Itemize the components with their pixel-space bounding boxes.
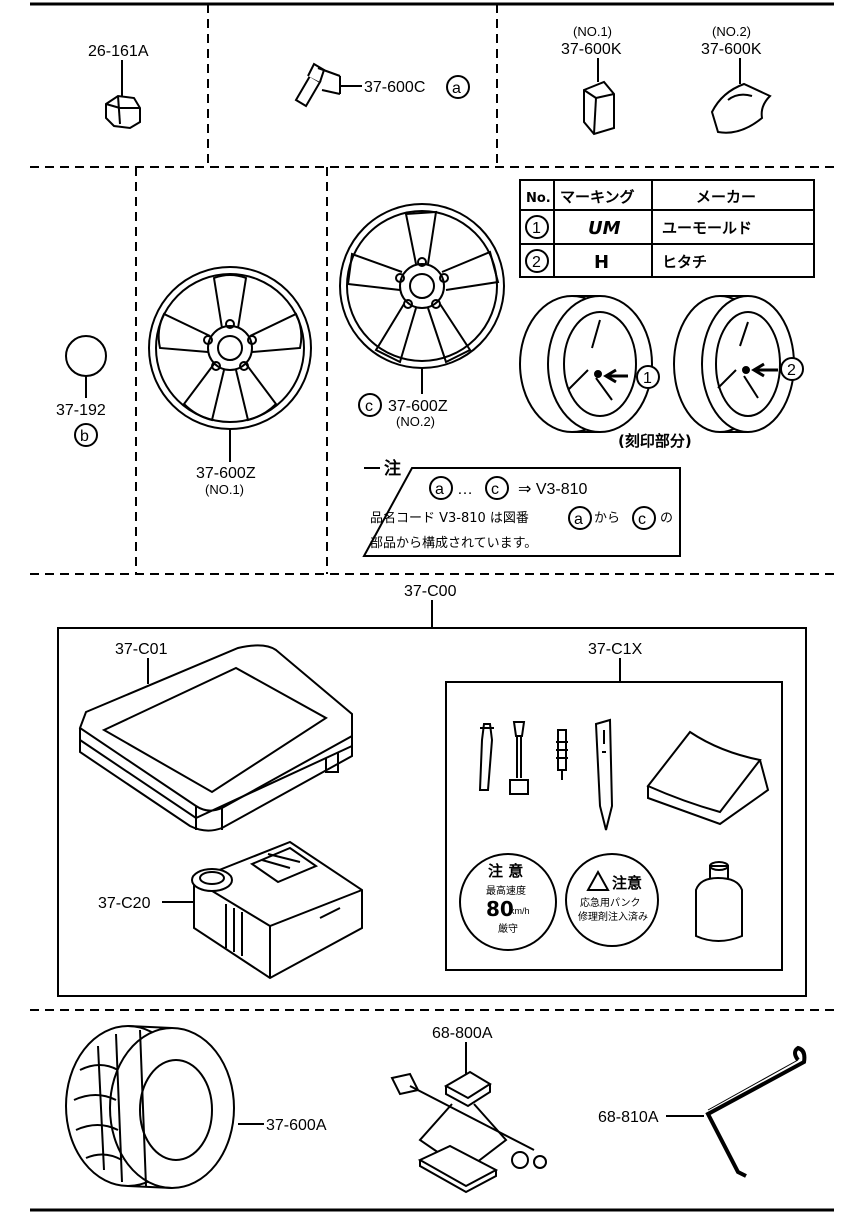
warning-label-item: 注意 応急用パンク 修理剤注入済み [565,853,659,947]
note-box: 注 a … c ⇒ V3-810 品名コード V3-810 は図番 a から c… [362,458,681,557]
stamp-callout-2: 2 [787,362,796,379]
warning-label-top: 注意 [612,874,642,892]
compressor-part[interactable]: 37-C20 [98,840,363,980]
speed-label-keep: 厳守 [498,922,518,935]
valve-label: 37-600C [364,79,425,96]
tool-item [594,718,614,831]
table-header-marking: マーキング [560,188,635,206]
balance-no2-label: 37-600K [701,41,762,58]
center-cap-mark: b [80,428,89,445]
note-title: 注 [384,458,401,479]
jack-part[interactable]: 68-800A [390,1025,547,1194]
speed-label-item: 注 意 最高速度 80 km/h 厳守 [459,853,557,951]
case-label: 37-C01 [115,641,168,658]
table-row1-no: 1 [532,220,541,237]
repair-set-label: 37-C1X [588,641,643,658]
stamp-caption: (刻印部分) [618,432,692,450]
lug-nut-part[interactable]: 26-161A [88,43,149,130]
note-line1-a: a [435,481,444,498]
compressor-label: 37-C20 [98,895,151,912]
section-dividers [30,2,834,1212]
wheel2-tag: (NO.2) [396,414,435,429]
speed-label-unit: km/h [510,906,530,916]
valve-part[interactable]: 37-600C a [294,62,470,108]
sealant-bottle-item [695,861,743,942]
note-line2-tail: の [660,511,673,526]
note-line2-head: 品名コード V3-810 は図番 [370,510,529,526]
center-cap-part[interactable]: 37-192 b [56,335,107,447]
balance-no1-label: 37-600K [561,41,622,58]
note-line3: 部品から構成されています。 [370,536,537,551]
table-header-no: No. [526,191,551,206]
kit-label: 37-C00 [404,583,457,600]
stamp-wheel-2: 2 [673,295,804,433]
balance-weight-no1-part[interactable]: (NO.1) 37-600K [561,24,622,136]
table-row1-maker: ユーモールド [662,219,752,237]
jack-handle-label: 68-810A [598,1109,659,1126]
balance-no1-tag: (NO.1) [573,24,612,39]
case-part[interactable]: 37-C01 [78,641,353,832]
note-line1-dots: … [457,481,473,498]
balance-no2-tag: (NO.2) [712,24,751,39]
note-line2-a: a [574,511,583,528]
valve-mark: a [452,80,461,97]
warning-label-line2: 修理剤注入済み [578,910,648,923]
warning-label-line1: 応急用パンク [580,896,641,909]
lug-nut-label: 26-161A [88,43,149,60]
wheel1-label: 37-600Z [196,465,256,482]
note-line2-c: c [638,511,646,528]
table-header-maker: メーカー [696,188,756,206]
spare-tire-label: 37-600A [266,1117,327,1134]
stamp-wheel-1: 1 [519,295,660,433]
table-row1-mark: UM [588,218,621,239]
wheel-no1-part[interactable]: 37-600Z (NO.1) [148,266,312,497]
table-row2-maker: ヒタチ [662,253,707,271]
balance-weight-no2-part[interactable]: (NO.2) 37-600K [701,24,772,134]
speed-label-value: 80 [486,897,514,921]
wheel2-label: 37-600Z [388,398,448,415]
maker-table: No. マーキング メーカー 1 UM ユーモールド 2 H ヒタチ [519,179,815,278]
wheel-no2-part[interactable]: c 37-600Z (NO.2) [339,203,505,429]
spare-tire-part[interactable]: 37-600A [65,1025,327,1189]
note-line1-tail: ⇒ V3-810 [518,481,588,498]
jack-label: 68-800A [432,1025,493,1042]
wheel2-mark: c [365,398,373,415]
valve-core-tool-item [509,721,529,795]
stamp-callout-1: 1 [643,370,652,387]
hose-item [478,723,494,791]
speed-label-top: 注 意 [488,862,523,880]
note-line2-mid: から [594,511,620,526]
table-row2-mark: H [594,252,609,273]
note-line1-c: c [491,481,499,498]
valve-core-item [556,729,568,780]
jack-handle-part[interactable]: 68-810A [598,1045,807,1178]
repair-kit-group: 37-C00 [57,583,807,997]
repair-set-group[interactable]: 37-C1X 注 [445,641,783,971]
wheel1-tag: (NO.1) [205,482,244,497]
center-cap-label: 37-192 [56,402,106,419]
speed-label-sub: 最高速度 [486,884,526,897]
manual-item [646,730,770,826]
table-row2-no: 2 [532,254,541,271]
